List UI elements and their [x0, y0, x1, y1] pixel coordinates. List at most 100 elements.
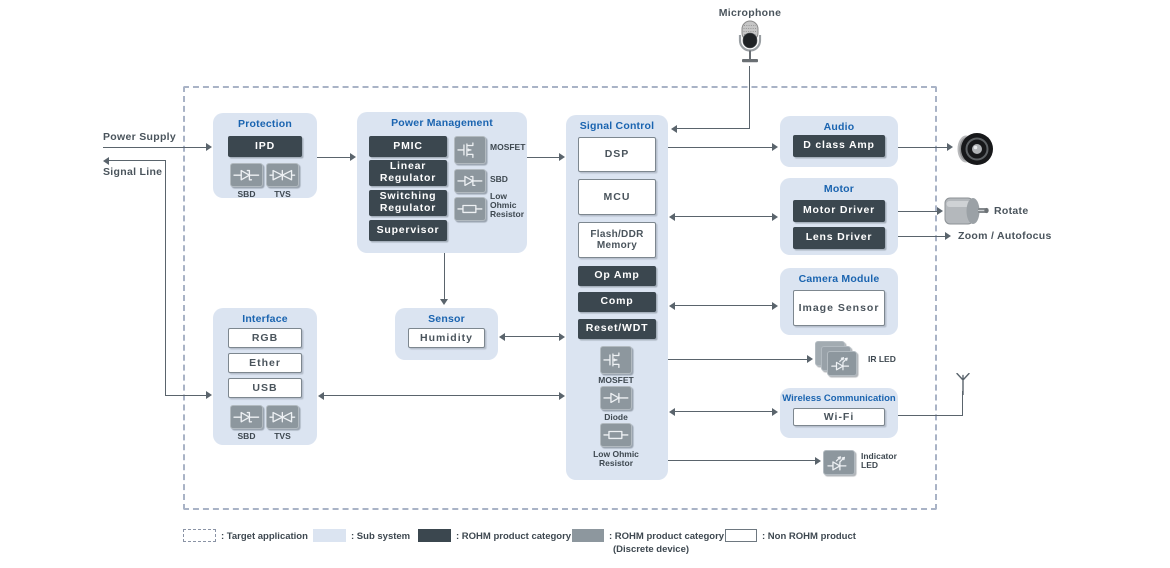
tvs-icon: [269, 411, 296, 423]
usb-block: USB: [228, 378, 302, 398]
signal-control-box: Signal Control DSP MCU Flash/DDR Memory …: [566, 115, 668, 480]
protection-to-pm-arrowhead: [350, 153, 356, 161]
motor-box: Motor Motor Driver Lens Driver: [780, 178, 898, 255]
pm-mosfet-tile: [454, 136, 486, 164]
mosfet-icon: [603, 352, 620, 368]
resistor-icon: [603, 430, 629, 440]
power-management-box: Power Management PMIC Linear Regulator S…: [357, 112, 527, 253]
d-class-amp-block: D class Amp: [793, 135, 885, 157]
legend-rohm-product-swatch: [418, 529, 451, 542]
protection-tvs-tile: [266, 163, 299, 187]
pm-sbd-tile: [454, 169, 486, 193]
power-management-title: Power Management: [391, 117, 493, 129]
sbd-icon: [457, 175, 483, 187]
sensor-box: Sensor Humidity: [395, 308, 498, 360]
wireless-communication-box: Wireless Communication Wi-Fi: [780, 388, 898, 438]
legend-rohm-discrete-label: : ROHM product category: [609, 531, 725, 542]
lens-to-zoom-arrowhead: [945, 232, 951, 240]
led-icon: [831, 357, 850, 371]
power-supply-label: Power Supply: [103, 131, 177, 143]
motor-to-rotate-line: [898, 211, 938, 213]
indicator-led-label: Indicator LED: [861, 451, 897, 471]
rgb-block: RGB: [228, 328, 302, 348]
sc-resistor-tile: [600, 423, 632, 447]
sc-diode-tile: [600, 386, 632, 410]
legend-sub-system-swatch: [313, 529, 346, 542]
sc-mosfet-tile: [600, 346, 632, 374]
linear-regulator-block: Linear Regulator: [369, 160, 447, 186]
sbd-icon: [233, 411, 260, 423]
protection-tvs-label: TVS: [274, 189, 291, 199]
motor-driver-block: Motor Driver: [793, 200, 885, 222]
ipd-block: IPD: [228, 136, 302, 157]
audio-title: Audio: [823, 121, 855, 133]
interface-box: Interface RGB Ether USB SBD TVS: [213, 308, 317, 445]
audio-to-speaker-line: [898, 147, 948, 149]
ir-led-stack: [815, 341, 865, 379]
flash-ddr-memory-block: Flash/DDR Memory: [578, 222, 656, 258]
op-amp-block: Op Amp: [578, 266, 656, 286]
sc-wireless-left-arrowhead: [669, 408, 675, 416]
sbd-icon: [233, 169, 260, 181]
sc-camera-line: [675, 305, 773, 307]
motor-title: Motor: [823, 183, 855, 195]
sensor-sc-right-arrowhead: [559, 333, 565, 341]
antenna-icon: [956, 373, 970, 395]
sensor-title: Sensor: [428, 313, 465, 325]
power-supply-line: [103, 147, 207, 149]
tvs-icon: [269, 169, 296, 181]
sc-camera-left-arrowhead: [669, 302, 675, 310]
comp-block: Comp: [578, 292, 656, 312]
sc-wireless-right-arrowhead: [772, 408, 778, 416]
motor-icon: [944, 197, 989, 225]
wifi-block: Wi-Fi: [793, 408, 885, 426]
switching-regulator-block: Switching Regulator: [369, 190, 447, 216]
pm-resistor-label: Low Ohmic Resistor: [490, 191, 525, 220]
lens-driver-block: Lens Driver: [793, 227, 885, 249]
ether-block: Ether: [228, 353, 302, 373]
sc-to-irled-line: [668, 359, 808, 361]
legend-sub-system-label: : Sub system: [351, 531, 411, 542]
interface-sc-line: [324, 395, 560, 397]
mic-connector-horizontal: [677, 128, 750, 130]
pm-to-sc-arrowhead: [559, 153, 565, 161]
protection-sbd-label: SBD: [237, 189, 256, 199]
target-application-frame: [183, 86, 937, 510]
diode-icon: [603, 392, 629, 404]
protection-sbd-tile: [230, 163, 263, 187]
protection-box: Protection IPD SBD TVS: [213, 113, 317, 199]
lens-to-zoom-line: [898, 236, 946, 238]
signal-line-label: Signal Line: [103, 166, 163, 178]
pm-resistor-tile: [454, 197, 486, 221]
interface-sc-right-arrowhead: [559, 392, 565, 400]
speaker-icon: [957, 133, 993, 165]
pmic-block: PMIC: [369, 136, 447, 157]
protection-to-pm-line: [317, 157, 350, 159]
camera-module-title: Camera Module: [798, 273, 880, 285]
legend-target-application-swatch: [183, 529, 216, 542]
ir-led-tile-front: [827, 351, 857, 376]
wifi-to-antenna-line: [886, 415, 963, 417]
antenna-vertical-line: [962, 391, 964, 416]
sc-to-indicator-line: [668, 460, 816, 462]
audio-box: Audio D class Amp: [780, 116, 898, 167]
microphone-icon: [738, 20, 762, 63]
indicator-led-tile: [823, 450, 855, 475]
sc-to-audio-line: [668, 147, 773, 149]
sc-motor-left-arrowhead: [669, 213, 675, 221]
dsp-block: DSP: [578, 137, 656, 172]
sensor-sc-left-arrowhead: [499, 333, 505, 341]
signal-control-title: Signal Control: [579, 120, 655, 132]
zoom-autofocus-label: Zoom / Autofocus: [958, 230, 1052, 242]
rotate-label: Rotate: [994, 205, 1029, 217]
sc-motor-line: [675, 216, 773, 218]
power-supply-arrowhead: [206, 143, 212, 151]
mic-arrowhead: [671, 125, 677, 133]
ir-led-label: IR LED: [868, 354, 896, 364]
audio-to-speaker-arrowhead: [947, 143, 953, 151]
resistor-icon: [457, 204, 483, 214]
microphone-label: Microphone: [718, 7, 782, 19]
interface-tvs-label: TVS: [274, 431, 291, 441]
sc-to-audio-arrowhead: [772, 143, 778, 151]
